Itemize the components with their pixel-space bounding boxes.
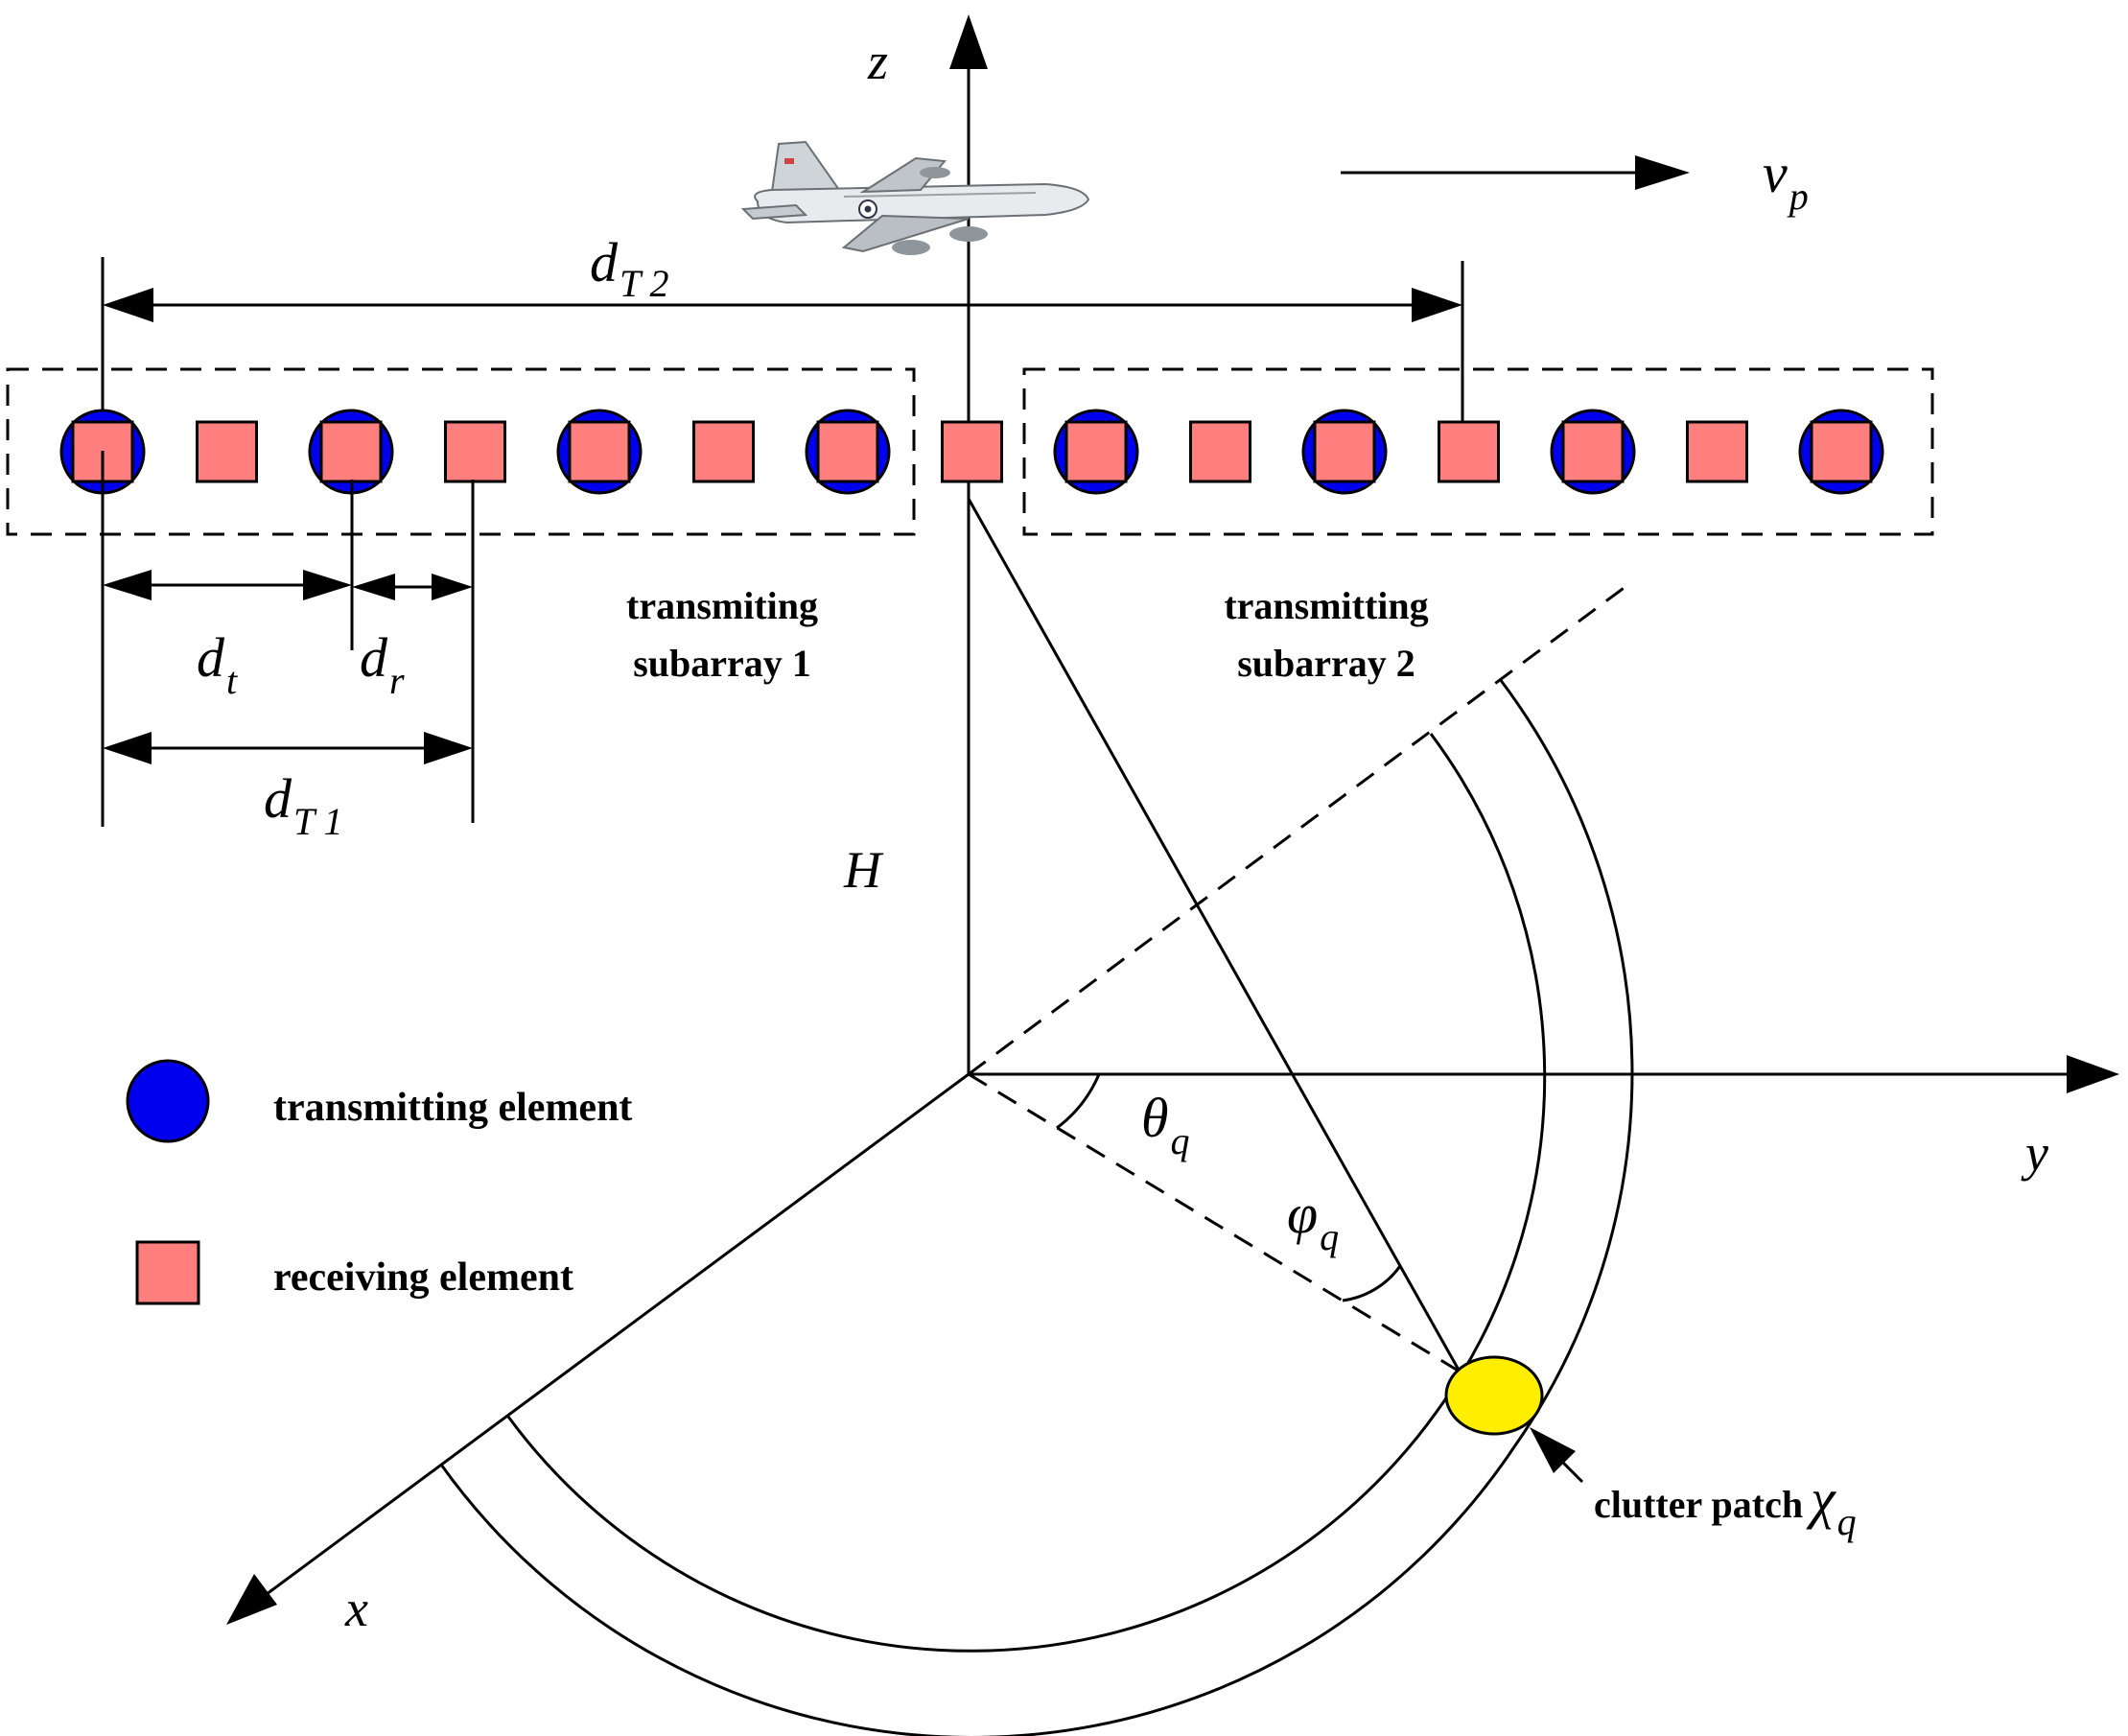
- legend: transmitting element receiving element: [126, 1059, 632, 1305]
- dt-label: dt: [197, 626, 238, 702]
- dr-label: dr: [360, 626, 405, 702]
- dT2-arrowhead-right: [1412, 288, 1462, 322]
- receive-element-square: [196, 420, 258, 483]
- receive-element: [692, 420, 755, 483]
- x-axis: [258, 1072, 970, 1602]
- inner-range-ring: [506, 733, 1547, 1653]
- receive-element-square: [319, 420, 383, 483]
- subarray-1-label-line2: subarray 1: [633, 642, 811, 685]
- phi-angle-arc: [1342, 1265, 1402, 1302]
- airplane-icon: [740, 140, 1090, 255]
- ground-projection-line: [968, 1072, 1461, 1373]
- dT2-label: dT 2: [590, 231, 669, 305]
- receive-element-square: [941, 420, 1003, 483]
- velocity-label: vp: [1763, 142, 1809, 218]
- height-label: H: [843, 841, 884, 899]
- dr-arrowhead-right: [432, 574, 473, 600]
- dT1-label: dT 1: [264, 767, 343, 843]
- outer-range-ring: [439, 678, 1634, 1736]
- theta-angle-arc: [1056, 1073, 1101, 1130]
- y-axis-label: y: [2021, 1124, 2048, 1182]
- receive-element-square: [1438, 420, 1500, 483]
- x-axis-arrowhead: [226, 1574, 277, 1625]
- dt-arrowhead-right: [303, 570, 352, 600]
- receive-element: [196, 420, 258, 483]
- receive-element-square: [444, 420, 506, 483]
- receive-element: [1438, 420, 1500, 483]
- receive-element-square: [1561, 420, 1625, 483]
- receive-element: [1686, 420, 1748, 483]
- x-axis-label: x: [344, 1580, 368, 1637]
- y-axis-arrowhead: [2067, 1055, 2119, 1093]
- phi-label: φq: [1287, 1183, 1339, 1258]
- subarray-2-label-line2: subarray 2: [1237, 642, 1415, 685]
- dt-arrowhead-left: [103, 570, 152, 600]
- transmit-receive-element: [1550, 409, 1636, 495]
- receive-element: [1189, 420, 1251, 483]
- receive-element-square: [1313, 420, 1376, 483]
- transmit-receive-element: [1301, 409, 1388, 495]
- dr-arrowhead-left: [352, 574, 395, 600]
- z-axis-label: z: [867, 33, 888, 90]
- subarray-1-label-line1: transmiting: [626, 584, 818, 627]
- receive-element-square: [692, 420, 755, 483]
- subarray-1-box: [6, 367, 916, 536]
- receive-element-square: [1810, 420, 1873, 483]
- receive-element: [444, 420, 506, 483]
- legend-transmit-label: transmitting element: [273, 1086, 632, 1130]
- theta-label: θq: [1141, 1087, 1190, 1162]
- clutter-pointer-arrowhead: [1530, 1427, 1576, 1473]
- legend-receive-marker: [135, 1240, 200, 1305]
- dT1-arrowhead-left: [103, 732, 152, 764]
- transmit-receive-element: [805, 409, 891, 495]
- transmit-receive-element: [1798, 409, 1884, 495]
- dT1-arrowhead-right: [424, 732, 473, 764]
- dT2-arrowhead-left: [103, 288, 153, 322]
- receive-element-square: [1686, 420, 1748, 483]
- transmit-receive-element: [308, 409, 394, 495]
- antenna-array: [59, 409, 1884, 495]
- z-axis-arrowhead: [949, 14, 988, 69]
- receive-element-square: [568, 420, 631, 483]
- receive-element-square: [1064, 420, 1128, 483]
- subarray-2-label-line1: transmitting: [1224, 584, 1428, 627]
- legend-transmit-marker: [126, 1059, 210, 1143]
- legend-receive-label: receiving element: [273, 1255, 573, 1300]
- slant-range-line: [967, 498, 1462, 1372]
- receive-element: [941, 420, 1003, 483]
- clutter-patch: [1444, 1355, 1544, 1436]
- coordinate-axes: [226, 14, 2119, 1625]
- subarray-2-box: [1022, 367, 1934, 536]
- transmit-receive-element: [1053, 409, 1139, 495]
- velocity-arrowhead: [1635, 155, 1690, 190]
- receive-element-square: [816, 420, 879, 483]
- receive-element-square: [1189, 420, 1251, 483]
- transmit-receive-element: [556, 409, 643, 495]
